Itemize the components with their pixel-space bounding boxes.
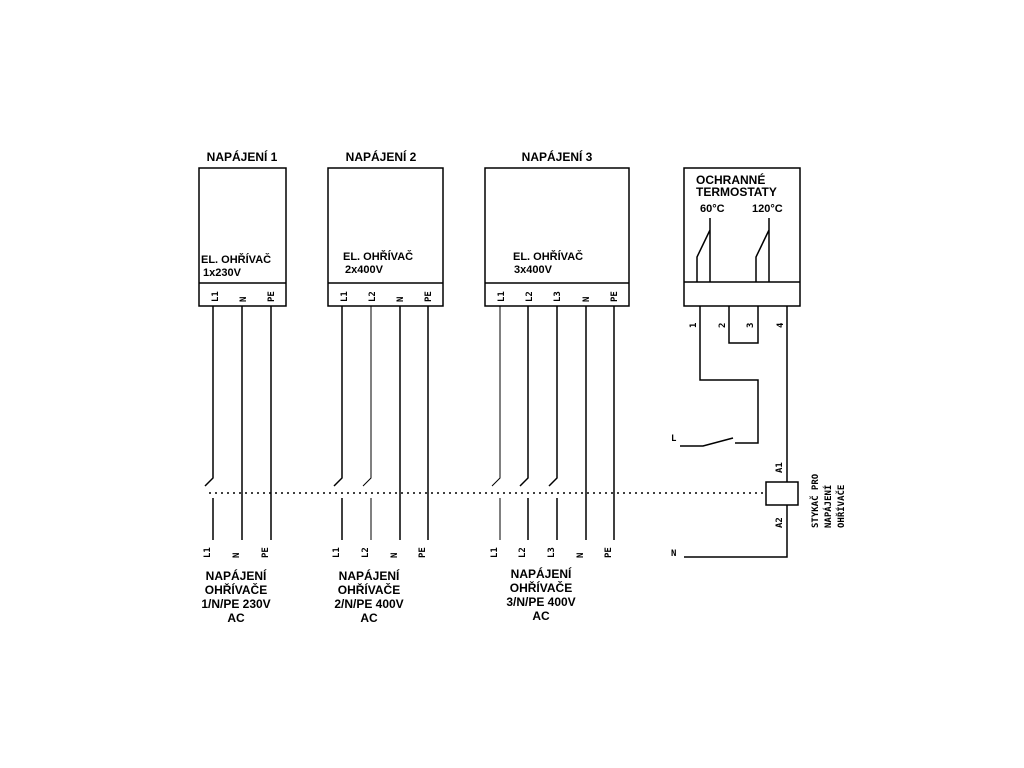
contactor-coil (765, 481, 799, 506)
supply-2-caption-line: AC (360, 611, 378, 625)
supply-2-bottom-terminal-pe: PE (418, 547, 428, 558)
thermostats-group: OCHRANNÉ TERMOSTATY 60°C 120°C 1 2 3 4 (683, 167, 801, 482)
heater-3-top-terminal-l1: L1 (497, 291, 507, 302)
heater-1-top-terminal-n: N (239, 297, 249, 302)
supply-2-group: NAPÁJENÍ 2 EL. OHŘÍVAČ 2x400V L1 L2 N PE… (327, 149, 444, 625)
thermostat-terminal-1: 1 (689, 323, 699, 328)
contactor-label-line2: NAPÁJENÍ (822, 485, 834, 528)
supply-1-title: NAPÁJENÍ 1 (207, 149, 278, 164)
supply-1-group: NAPÁJENÍ 1 EL. OHŘÍVAČ 1x230V L1 N PE L1… (198, 149, 287, 625)
supply-1-bottom-terminal-n: N (232, 553, 242, 558)
supply-2-title: NAPÁJENÍ 2 (346, 149, 417, 164)
wire-2-l1 (333, 306, 343, 540)
control-phase-label: L (671, 434, 677, 444)
supply-1-caption-line: NAPÁJENÍ (206, 568, 267, 583)
supply-3-bottom-terminal-pe: PE (604, 547, 614, 558)
wire-3-l2 (519, 306, 529, 540)
supply-1-caption-line: 1/N/PE 230V (201, 597, 270, 611)
thermostat-terminal-3: 3 (746, 323, 756, 328)
thermostat-title-line1: OCHRANNÉ (696, 172, 765, 187)
supply-3-caption-line: NAPÁJENÍ (511, 566, 572, 581)
supply-1-bottom-terminal-pe: PE (261, 547, 271, 558)
thermostat-link-2-3 (728, 306, 759, 344)
wire-3-l1 (491, 306, 501, 540)
control-neutral-label: N (671, 549, 676, 559)
heater-1-voltage: 1x230V (203, 267, 242, 279)
supply-3-bottom-terminal-n: N (576, 553, 586, 558)
supply-3-bottom-terminal-l3: L3 (547, 547, 557, 558)
wire-2-l2 (362, 306, 372, 540)
supply-2-caption-line: 2/N/PE 400V (334, 597, 403, 611)
thermostat-120-contact (755, 218, 770, 282)
supply-3-caption: NAPÁJENÍ OHŘÍVAČE 3/N/PE 400V AC (506, 566, 575, 623)
supply-3-title: NAPÁJENÍ 3 (522, 149, 593, 164)
heater-2-label: EL. OHŘÍVAČ (343, 250, 413, 263)
heater-3-top-terminal-l3: L3 (553, 291, 563, 302)
thermostat-terminal-2: 2 (718, 323, 728, 328)
supply-3-caption-line: AC (532, 609, 550, 623)
supply-1-caption-line: OHŘÍVAČE (205, 582, 267, 597)
supply-2-caption-line: OHŘÍVAČE (338, 582, 400, 597)
thermostat-60-contact (696, 218, 711, 282)
heater-1-label: EL. OHŘÍVAČ (201, 253, 271, 266)
wire-3-l3 (548, 306, 558, 540)
heater-1-box (198, 167, 287, 307)
heater-3-top-terminal-n: N (582, 297, 592, 302)
supply-3-group: NAPÁJENÍ 3 EL. OHŘÍVAČ 3x400V L1 L2 L3 N… (484, 149, 630, 623)
control-switch (680, 437, 734, 447)
coil-a2-label: A2 (775, 517, 785, 528)
supply-2-caption-line: NAPÁJENÍ (339, 568, 400, 583)
thermostat-terminal-4: 4 (776, 322, 786, 328)
heater-2-box (327, 167, 444, 307)
supply-2-bottom-terminal-l1: L1 (332, 547, 342, 558)
supply-3-bottom-terminal-l2: L2 (518, 547, 528, 558)
supply-3-caption-line: OHŘÍVAČE (510, 580, 572, 595)
heater-2-top-terminal-n: N (396, 297, 406, 302)
coil-a1-label: A1 (775, 462, 785, 473)
thermostat-box (683, 167, 801, 307)
heater-3-voltage: 3x400V (514, 264, 553, 276)
control-circuit-group: L A1 A2 N STYKAČ PRO NAPÁJENÍ OHŘÍVAČE (671, 434, 847, 559)
control-wire-terminal-1 (699, 306, 759, 444)
heater-2-top-terminal-pe: PE (424, 291, 434, 302)
supply-2-caption: NAPÁJENÍ OHŘÍVAČE 2/N/PE 400V AC (334, 568, 403, 625)
supply-2-bottom-terminal-n: N (390, 553, 400, 558)
heater-1-top-terminal-pe: PE (267, 291, 277, 302)
thermostat-temp-120: 120°C (752, 203, 783, 215)
thermostat-title-line2: TERMOSTATY (696, 185, 777, 199)
contactor-label-line3: OHŘÍVAČE (835, 485, 847, 528)
supply-1-caption-line: AC (227, 611, 245, 625)
heater-2-voltage: 2x400V (345, 264, 384, 276)
supply-3-caption-line: 3/N/PE 400V (506, 595, 575, 609)
heater-2-top-terminal-l2: L2 (368, 291, 378, 302)
control-neutral-wire (684, 505, 788, 558)
heater-3-top-terminal-pe: PE (610, 291, 620, 302)
heater-1-top-terminal-l1: L1 (211, 291, 221, 302)
heater-3-box (484, 167, 630, 307)
contactor-label-line1: STYKAČ PRO (809, 473, 821, 528)
supply-1-caption: NAPÁJENÍ OHŘÍVAČE 1/N/PE 230V AC (201, 568, 270, 625)
wire-1-l1 (204, 306, 214, 540)
heater-2-top-terminal-l1: L1 (340, 291, 350, 302)
supply-2-bottom-terminal-l2: L2 (361, 547, 371, 558)
thermostat-temp-60: 60°C (700, 203, 725, 215)
supply-1-bottom-terminal-l1: L1 (203, 547, 213, 558)
heater-3-label: EL. OHŘÍVAČ (513, 250, 583, 263)
supply-3-bottom-terminal-l1: L1 (490, 547, 500, 558)
heater-3-top-terminal-l2: L2 (525, 291, 535, 302)
